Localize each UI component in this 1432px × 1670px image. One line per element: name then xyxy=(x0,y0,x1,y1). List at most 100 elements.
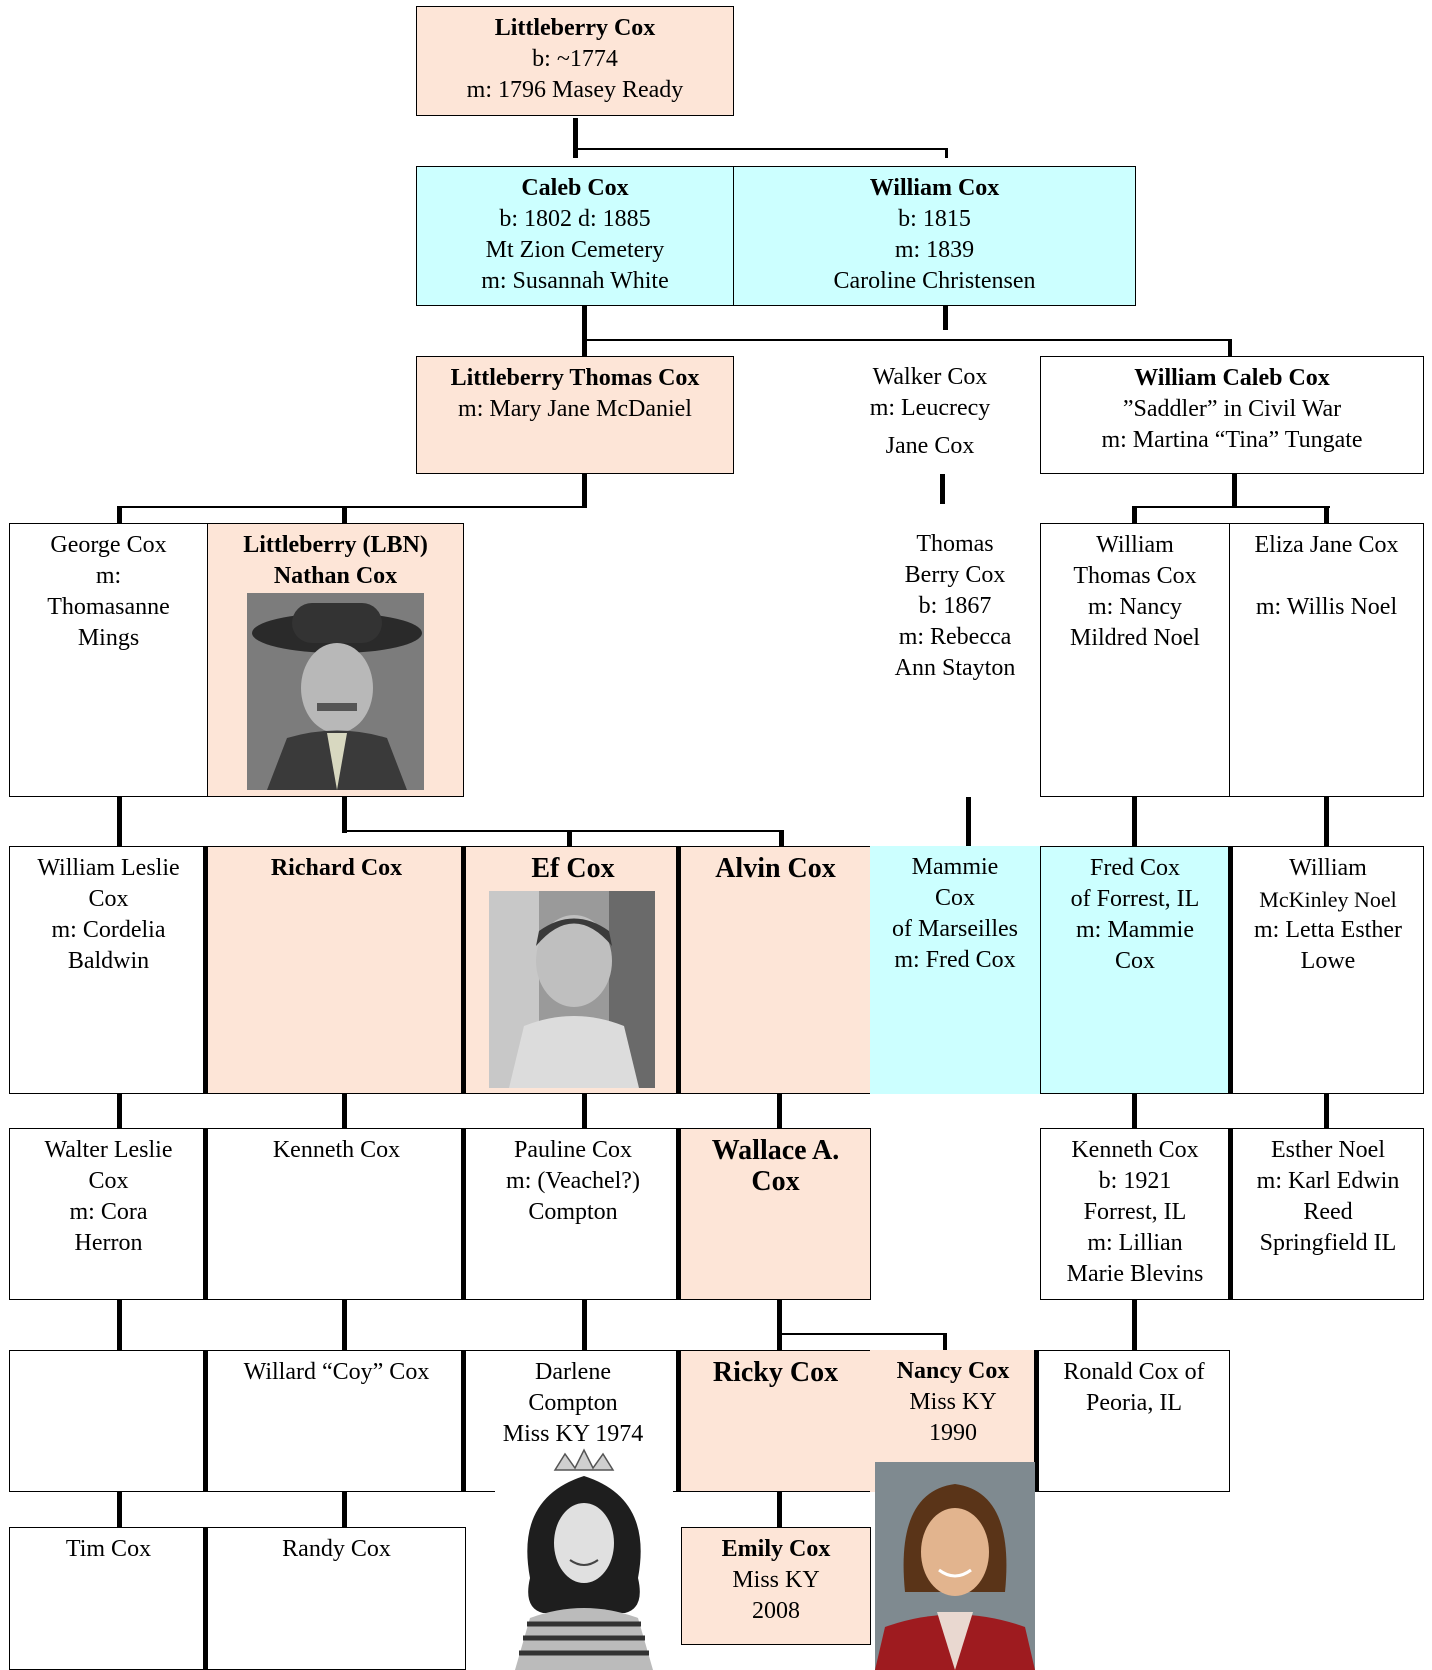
person-marriage: m: Letta Esther xyxy=(1254,917,1402,943)
person-name: William Cox xyxy=(869,175,1000,201)
person-name: Nathan Cox xyxy=(273,563,398,589)
person-name: Emily Cox xyxy=(721,1536,831,1562)
person-name: Thomas Cox xyxy=(1073,563,1197,589)
person-name: William Caleb Cox xyxy=(1134,365,1330,391)
person-name: Mammie xyxy=(911,854,999,880)
person-george-cox: George Cox m: Thomasanne Mings xyxy=(9,523,208,797)
photo-darlene-compton xyxy=(495,1448,673,1670)
person-name: Darlene xyxy=(535,1359,611,1385)
person-birth: b: 1921 xyxy=(1098,1168,1172,1194)
person-tim-cox: Tim Cox xyxy=(9,1527,208,1670)
person-title-year: 1990 xyxy=(929,1420,977,1446)
person-name: Compton xyxy=(528,1390,618,1416)
person-fred-cox: Fred Cox of Forrest, IL m: Mammie Cox xyxy=(1040,846,1230,1094)
person-marriage: m: (Veachel?) xyxy=(506,1168,640,1194)
person-marriage: m: xyxy=(95,563,122,589)
person-marriage: m: Lillian xyxy=(1087,1230,1183,1256)
person-name: Walker Cox xyxy=(872,364,988,390)
person-eliza-jane-cox: Eliza Jane Cox m: Willis Noel xyxy=(1229,523,1424,797)
person-ronald-cox: Ronald Cox of Peoria, IL xyxy=(1034,1350,1230,1492)
person-marriage: m: Nancy xyxy=(1088,594,1182,620)
person-name: William xyxy=(1289,855,1367,881)
person-name: Littleberry Thomas Cox xyxy=(450,365,700,391)
person-spouse: Mings xyxy=(77,625,140,651)
person-note: ”Saddler” in Civil War xyxy=(1122,396,1342,422)
person-littleberry-cox: Littleberry Cox b: ~1774 m: 1796 Masey R… xyxy=(416,6,734,116)
person-marriage: m: Cordelia xyxy=(51,917,166,943)
person-spouse: Baldwin xyxy=(67,948,150,974)
person-title: Miss KY xyxy=(732,1567,820,1593)
person-birth: b: 1815 xyxy=(898,206,971,232)
person-name: Cox xyxy=(751,1166,800,1197)
person-name: Ricky Cox xyxy=(712,1357,839,1388)
person-name: Alvin Cox xyxy=(715,853,836,884)
person-name: William xyxy=(1096,532,1174,558)
person-thomas-berry-cox: Thomas Berry Cox b: 1867 m: Rebecca Ann … xyxy=(870,523,1040,723)
person-spouse: Lowe xyxy=(1300,948,1356,974)
person-name: George Cox xyxy=(50,532,167,558)
person-name: Caleb Cox xyxy=(521,175,629,201)
person-title-year: 2008 xyxy=(752,1598,800,1624)
person-kenneth-cox: Kenneth Cox xyxy=(203,1128,466,1300)
person-name: Richard Cox xyxy=(270,855,403,881)
person-empty xyxy=(9,1350,208,1492)
person-spouse: Thomasanne xyxy=(47,594,170,620)
person-spouse: Reed xyxy=(1303,1199,1353,1225)
person-walter-leslie-cox: Walter Leslie Cox m: Cora Herron xyxy=(9,1128,208,1300)
person-residence: Springfield IL xyxy=(1259,1230,1397,1256)
person-william-caleb-cox: William Caleb Cox ”Saddler” in Civil War… xyxy=(1040,356,1424,474)
person-name: McKinley Noel xyxy=(1259,887,1397,912)
person-randy-cox: Randy Cox xyxy=(203,1527,466,1670)
person-ricky-cox: Ricky Cox xyxy=(676,1350,871,1492)
person-name: Cox xyxy=(88,886,129,912)
person-birth: b: ~1774 xyxy=(532,46,618,72)
photo-nancy-cox xyxy=(875,1462,1035,1670)
person-name: Ronald Cox of xyxy=(1063,1359,1205,1385)
person-name: Tim Cox xyxy=(65,1536,152,1562)
person-marriage: m: Susannah White xyxy=(481,268,669,294)
person-name: Kenneth Cox xyxy=(1071,1137,1199,1163)
person-marriage: m: Rebecca xyxy=(898,624,1012,650)
person-marriage: m: 1796 Masey Ready xyxy=(466,77,684,103)
person-residence: Forrest, IL xyxy=(1083,1199,1187,1225)
person-name: Walter Leslie xyxy=(44,1137,173,1163)
person-william-leslie-cox: William Leslie Cox m: Cordelia Baldwin xyxy=(9,846,208,1094)
person-name: Cox xyxy=(88,1168,129,1194)
person-name: Littleberry (LBN) xyxy=(243,532,428,558)
person-marriage: m: Cora xyxy=(69,1199,148,1225)
person-wallace-cox: Wallace A. Cox xyxy=(676,1128,871,1300)
person-name: Ef Cox xyxy=(531,853,615,884)
person-name: Thomas xyxy=(916,531,994,557)
person-spouse: Ann Stayton xyxy=(894,655,1016,681)
person-name: Fred Cox xyxy=(1090,855,1180,881)
person-spouse: Mildred Noel xyxy=(1070,625,1200,651)
person-alvin-cox: Alvin Cox xyxy=(676,846,871,1094)
person-marriage: m: Mary Jane McDaniel xyxy=(458,396,692,422)
person-mammie-cox: Mammie Cox of Marseilles m: Fred Cox xyxy=(870,846,1040,1094)
person-pauline-cox: Pauline Cox m: (Veachel?) Compton xyxy=(461,1128,681,1300)
person-marriage: m: Leucrecy xyxy=(869,395,991,421)
photo-littleberry-nathan-cox xyxy=(247,593,424,790)
person-name: Randy Cox xyxy=(282,1536,391,1562)
person-name: William Leslie xyxy=(37,855,180,881)
person-marriage: m: Fred Cox xyxy=(894,947,1016,973)
person-spouse: Marie Blevins xyxy=(1066,1261,1204,1287)
person-willard-cox: Willard “Coy” Cox xyxy=(203,1350,466,1492)
person-caleb-cox: Caleb Cox b: 1802 d: 1885 Mt Zion Cemete… xyxy=(416,166,734,306)
person-spouse: Cox xyxy=(1114,948,1155,974)
person-kenneth-cox-1921: Kenneth Cox b: 1921 Forrest, IL m: Lilli… xyxy=(1040,1128,1230,1300)
person-richard-cox: Richard Cox xyxy=(203,846,466,1094)
person-spouse: Jane Cox xyxy=(885,433,975,459)
photo-ef-cox xyxy=(489,891,655,1088)
person-title: Miss KY 1974 xyxy=(502,1421,644,1447)
person-residence: of Forrest, IL xyxy=(1070,886,1200,912)
person-william-thomas-cox: William Thomas Cox m: Nancy Mildred Noel xyxy=(1040,523,1230,797)
person-william-mckinley-noel: William McKinley Noel m: Letta Esther Lo… xyxy=(1228,846,1424,1094)
person-emily-cox: Emily Cox Miss KY 2008 xyxy=(681,1527,871,1645)
person-dates: b: 1802 d: 1885 xyxy=(499,206,651,232)
person-name: Wallace A. xyxy=(711,1135,840,1166)
person-name: Cox xyxy=(934,885,975,911)
person-name: Esther Noel xyxy=(1271,1137,1385,1163)
person-name: Eliza Jane Cox xyxy=(1254,532,1399,558)
person-name: Willard “Coy” Cox xyxy=(243,1359,430,1385)
